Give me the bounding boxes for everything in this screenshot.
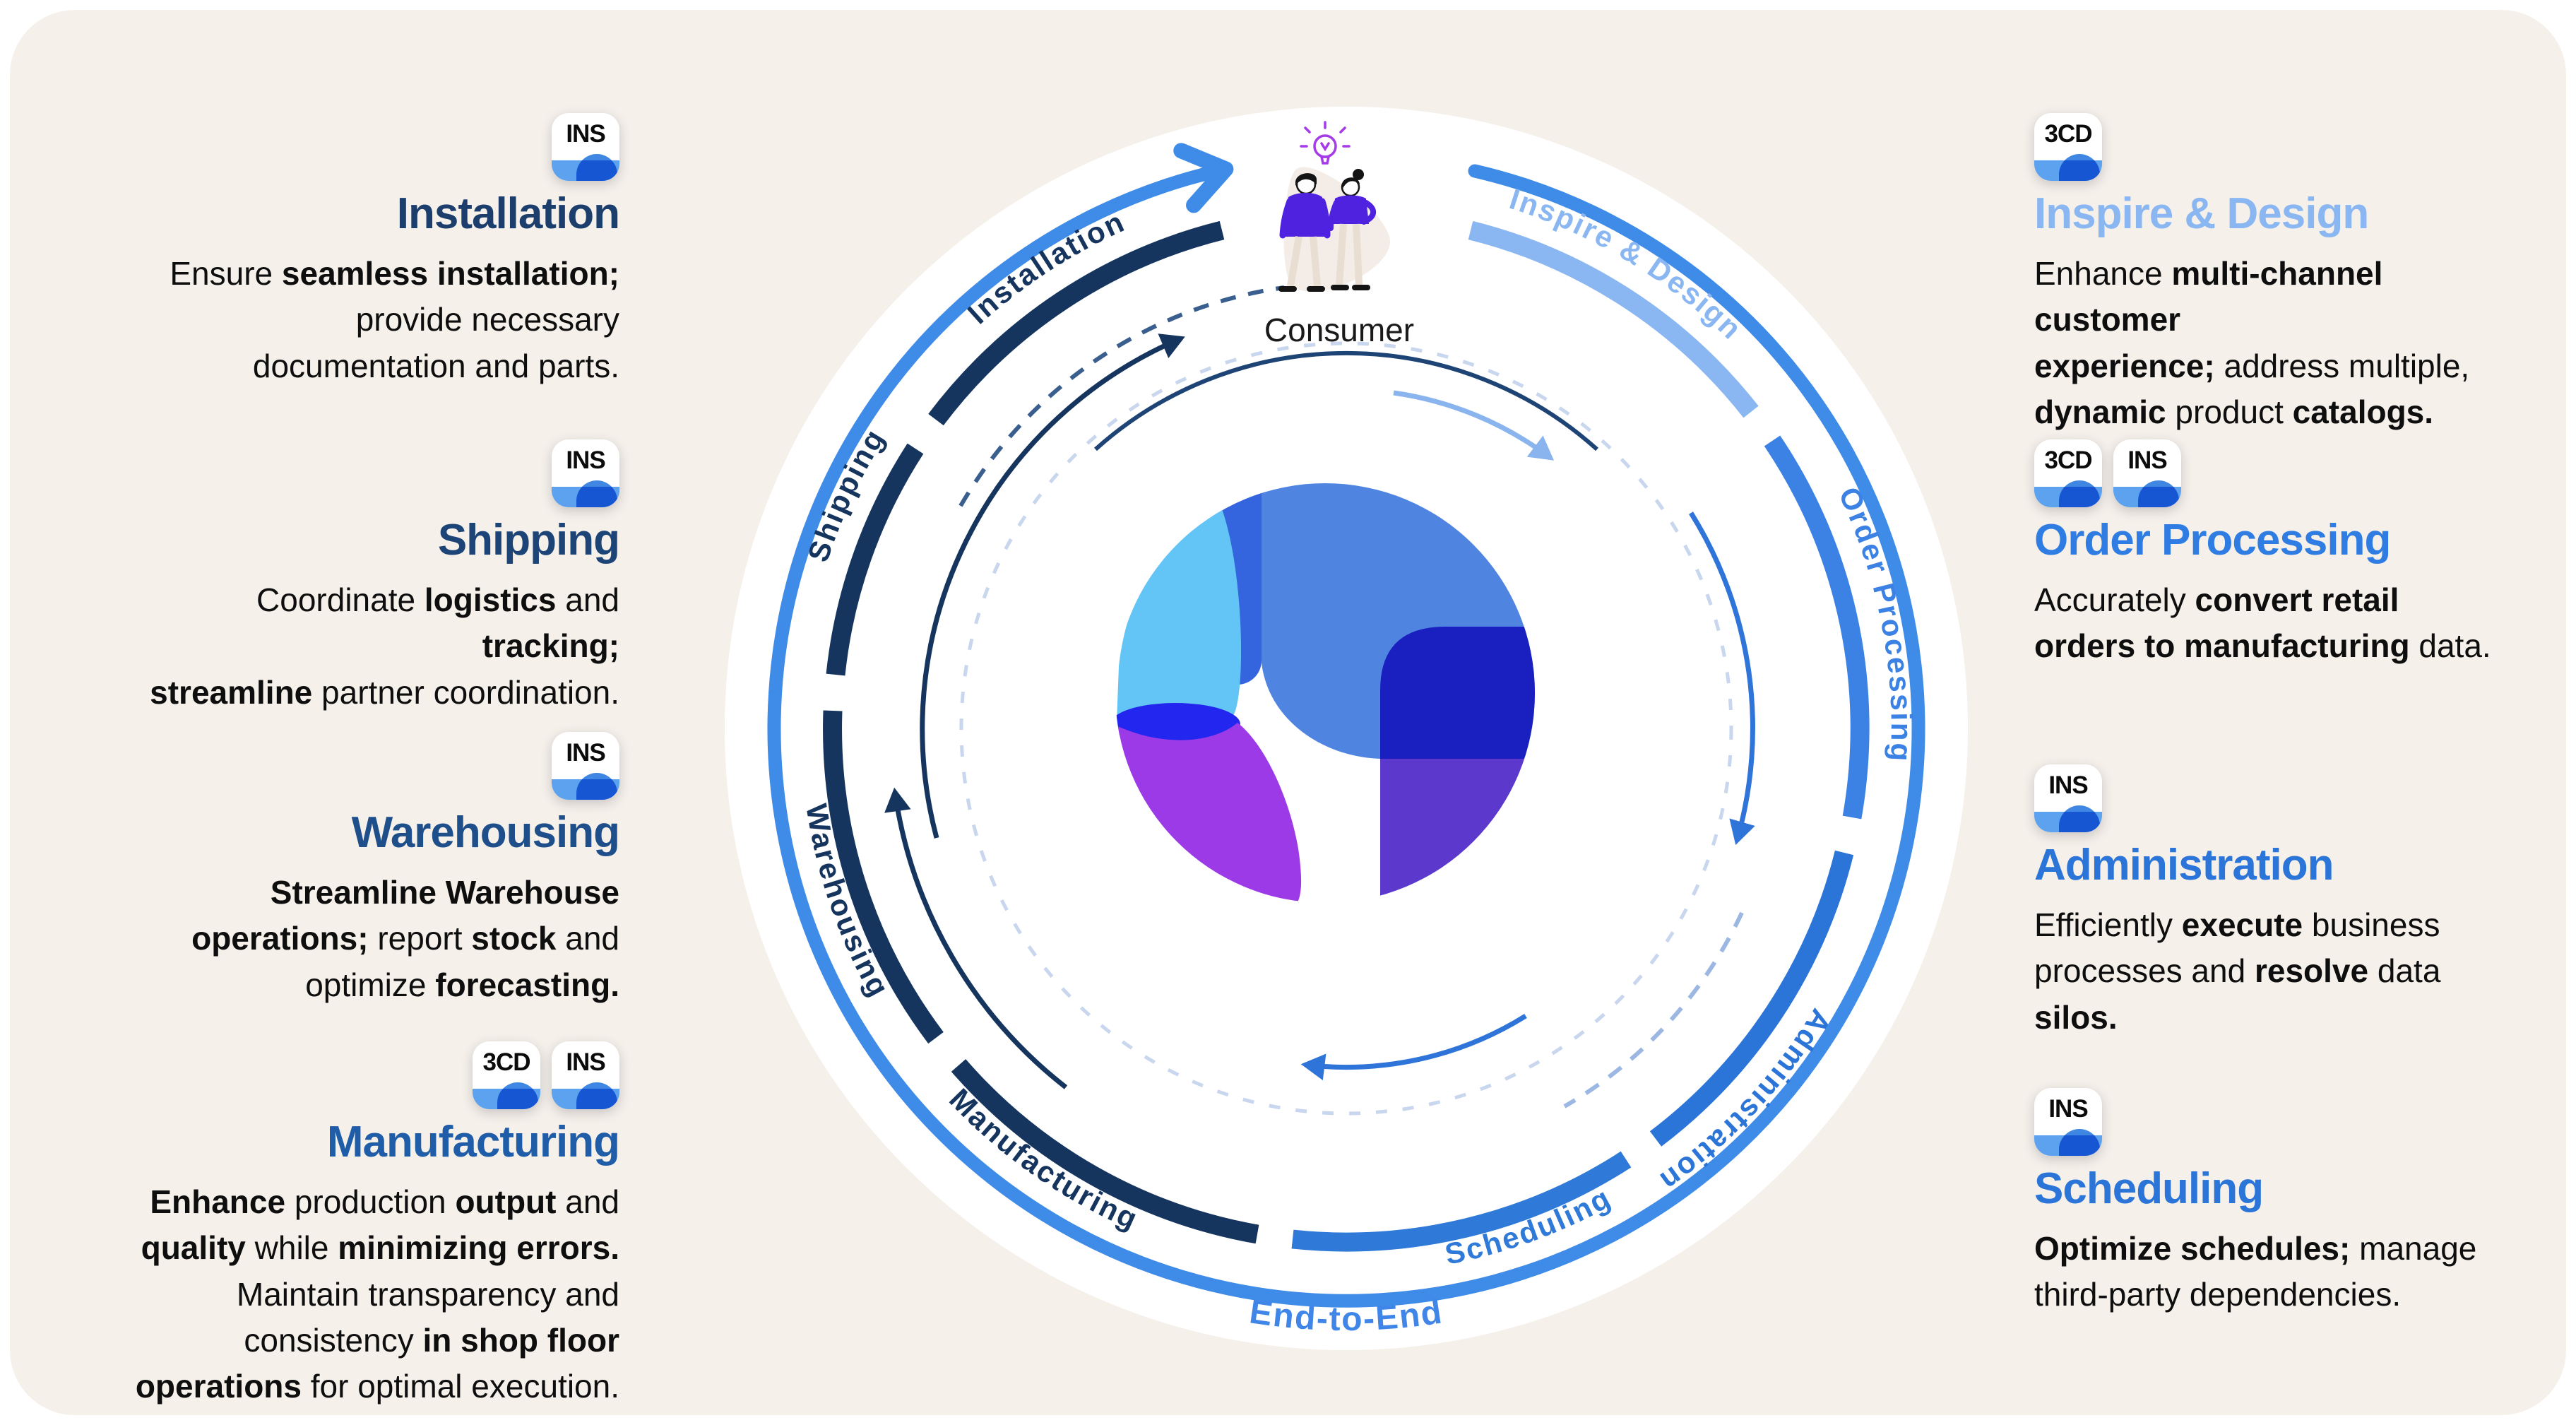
dashed-arc-top-left bbox=[958, 285, 1285, 507]
segment-arc-administration bbox=[1649, 850, 1854, 1147]
badge-code: INS bbox=[2048, 1095, 2088, 1123]
badge-row: INS bbox=[125, 113, 619, 181]
3cd-app-badge: 3CD bbox=[473, 1041, 540, 1109]
section-title: Shipping bbox=[437, 516, 620, 564]
badge-code: INS bbox=[566, 447, 605, 474]
section-title: Scheduling bbox=[2034, 1164, 2264, 1213]
ins-app-badge: INS bbox=[552, 113, 619, 181]
segment-arc-installation bbox=[928, 220, 1225, 426]
ins-app-badge: INS bbox=[2034, 764, 2102, 832]
flow-arrow-arc-right bbox=[1689, 512, 1755, 846]
process-cycle-diagram: Inspire & Design Order Processing Admini… bbox=[725, 107, 1968, 1350]
badge-row: 3CD INS bbox=[125, 1041, 619, 1109]
badge-code: INS bbox=[2048, 771, 2088, 799]
section-description: Ensure seamless installation;provide nec… bbox=[170, 255, 619, 384]
segment-arc-order-processing bbox=[1764, 435, 1870, 820]
3cd-app-badge: 3CD bbox=[2034, 113, 2102, 181]
badge-code: INS bbox=[2127, 447, 2167, 474]
section-inspire-design: 3CD Inspire & Design Enhance multi-chann… bbox=[2034, 113, 2529, 435]
badge-code: 3CD bbox=[2044, 120, 2092, 148]
section-administration: INS Administration Efficiently execute b… bbox=[2034, 764, 2529, 1041]
badge-code: INS bbox=[566, 739, 605, 767]
section-description: Coordinate logistics and tracking;stream… bbox=[150, 581, 619, 711]
dashed-ring bbox=[959, 341, 1733, 1116]
badge-code: 3CD bbox=[482, 1048, 530, 1076]
flow-arrow-arc-top-right bbox=[1393, 390, 1555, 461]
segment-arc-shipping bbox=[826, 443, 924, 676]
badge-row: INS bbox=[2034, 764, 2529, 832]
ins-app-badge: INS bbox=[2034, 1088, 2102, 1156]
section-title: Administration bbox=[2034, 841, 2334, 889]
badge-row: 3CD INS bbox=[2034, 439, 2529, 507]
ins-app-badge: INS bbox=[2113, 439, 2181, 507]
section-installation: INS Installation Ensure seamless install… bbox=[125, 113, 620, 389]
person-woman bbox=[1328, 169, 1377, 290]
segment-arc-inspire-design bbox=[1468, 220, 1759, 418]
section-scheduling: INS Scheduling Optimize schedules; manag… bbox=[2034, 1088, 2529, 1318]
segment-arc-scheduling bbox=[1291, 1151, 1632, 1252]
lightbulb-icon bbox=[1300, 121, 1351, 165]
consumer-label: Consumer bbox=[1264, 312, 1414, 348]
section-title: Installation bbox=[396, 189, 620, 238]
person-man bbox=[1278, 173, 1331, 292]
badge-row: INS bbox=[2034, 1088, 2529, 1156]
badge-code: INS bbox=[566, 1048, 605, 1076]
section-order-processing: 3CD INS Order Processing Accurately conv… bbox=[2034, 439, 2529, 670]
flow-arrow-arc-bottom bbox=[1300, 1014, 1527, 1081]
section-shipping: INS Shipping Coordinate logistics and tr… bbox=[125, 439, 620, 716]
ins-app-badge: INS bbox=[552, 1041, 619, 1109]
badge-code: INS bbox=[566, 120, 605, 148]
segment-arc-warehousing bbox=[823, 710, 944, 1044]
flow-arrow-arc-left-bottom bbox=[884, 787, 1068, 1089]
badge-code: 3CD bbox=[2044, 447, 2092, 474]
thin-arc-top bbox=[1093, 350, 1599, 451]
flow-arrow-arc-left-top bbox=[920, 333, 1185, 839]
end-to-end-ring-arrow bbox=[767, 143, 1925, 1308]
section-manufacturing: 3CD INS Manufacturing Enhance production… bbox=[125, 1041, 620, 1410]
3cd-app-badge: 3CD bbox=[2034, 439, 2102, 507]
badge-row: 3CD bbox=[2034, 113, 2529, 181]
badge-row: INS bbox=[125, 439, 619, 507]
segment-arc-manufacturing bbox=[951, 1059, 1259, 1244]
badge-row: INS bbox=[125, 732, 619, 800]
dashed-arc-bottom-right bbox=[1563, 911, 1744, 1108]
section-title: Order Processing bbox=[2034, 516, 2391, 564]
ins-app-badge: INS bbox=[552, 732, 619, 800]
section-title: Warehousing bbox=[351, 808, 620, 857]
consumer-illustration: Consumer bbox=[1264, 121, 1414, 348]
ins-app-badge: INS bbox=[552, 439, 619, 507]
section-title: Manufacturing bbox=[326, 1118, 620, 1166]
section-title: Inspire & Design bbox=[2034, 189, 2369, 238]
